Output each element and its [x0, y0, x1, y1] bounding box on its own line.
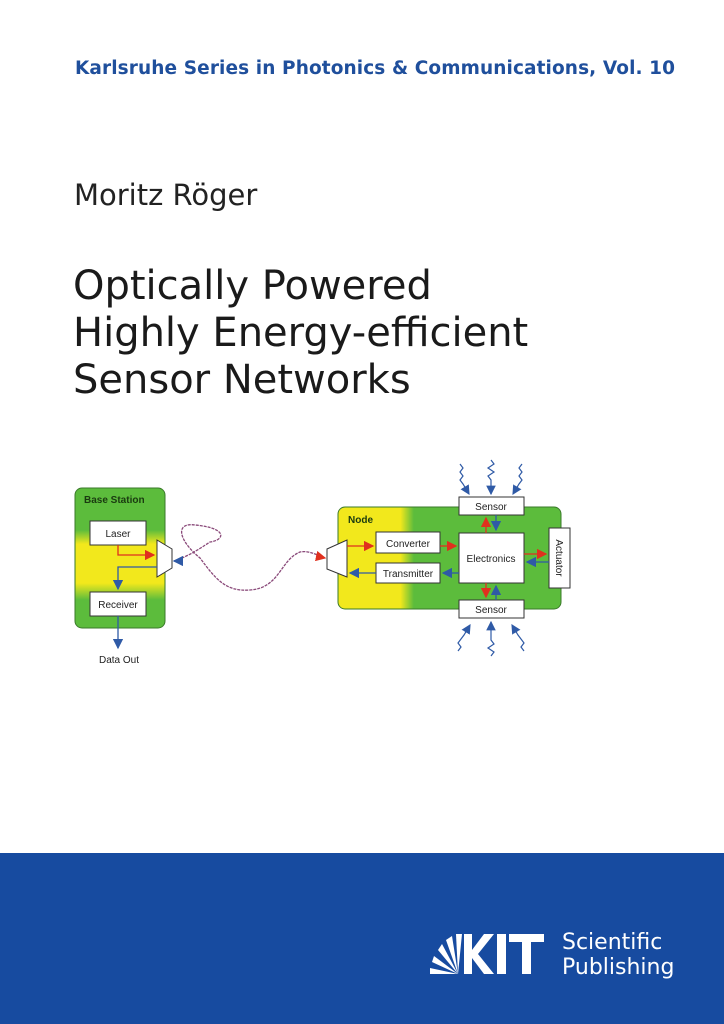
- sensor-stimulus-waves: [457, 459, 525, 657]
- publisher-line2: Publishing: [562, 955, 675, 980]
- node-label: Node: [348, 515, 373, 526]
- sensor-bottom-label: Sensor: [475, 605, 507, 616]
- laser-box: [89, 520, 147, 546]
- title-line: Sensor Networks: [73, 357, 411, 403]
- title-line: Highly Energy-efficient: [73, 310, 529, 356]
- sensor-top-box: [458, 496, 525, 516]
- base-station-label: Base Station: [84, 495, 145, 506]
- book-title: Optically Powered Highly Energy-efficien…: [73, 263, 528, 404]
- author: Moritz Röger: [74, 178, 258, 212]
- publisher-name: Scientific Publishing: [562, 930, 674, 980]
- actuator-box: [548, 527, 571, 589]
- publisher-band: [0, 853, 724, 1024]
- electronics-label: Electronics: [467, 554, 516, 565]
- electronics-box: [458, 532, 525, 584]
- system-diagram: Base Station Laser Receiver Data Out Nod…: [74, 459, 571, 666]
- title-line: Optically Powered: [73, 263, 432, 309]
- converter-label: Converter: [386, 539, 431, 550]
- transmitter-label: Transmitter: [383, 569, 434, 580]
- receiver-label: Receiver: [98, 600, 138, 611]
- sensor-top-label: Sensor: [475, 502, 507, 513]
- kit-logo: [430, 934, 544, 974]
- publisher-line1: Scientific: [562, 930, 663, 955]
- series-title: Karlsruhe Series in Photonics & Communic…: [75, 58, 676, 79]
- optical-fiber: [173, 524, 326, 591]
- actuator-label: Actuator: [553, 539, 564, 577]
- multiplexer: [156, 539, 173, 578]
- sensor-bottom-box: [458, 599, 525, 619]
- demultiplexer: [326, 539, 348, 578]
- laser-label: Laser: [105, 529, 131, 540]
- receiver-box: [89, 591, 147, 617]
- converter-box: [375, 531, 441, 554]
- data-out-label: Data Out: [99, 655, 139, 666]
